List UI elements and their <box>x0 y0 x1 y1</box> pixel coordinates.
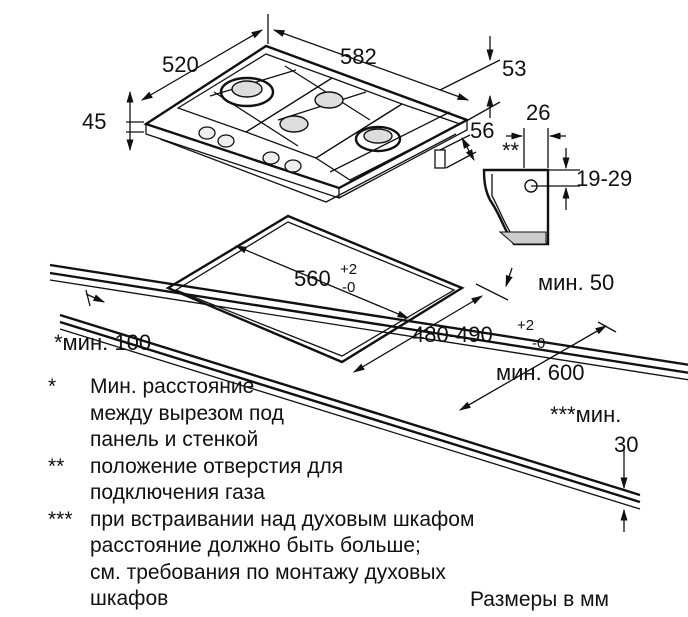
footnote-mark: * <box>48 375 57 398</box>
hob-body <box>159 133 457 203</box>
dim-min-600: мин. 600 <box>496 360 585 385</box>
footnote-2: ** положение отверстия для подключения г… <box>48 454 474 507</box>
dim-45: 45 <box>82 109 106 134</box>
dim-26: 26 <box>526 100 550 125</box>
dim-56: 56 <box>470 118 494 143</box>
footnote-text: положение отверстия для подключения газа <box>90 454 343 507</box>
dim-19-29: 19-29 <box>576 166 632 191</box>
footnote-line: между вырезом под <box>90 401 284 425</box>
footnote-line: при встраивании над духовым шкафом <box>90 507 475 531</box>
units-label: Размеры в мм <box>470 588 609 611</box>
footnote-line: Мин. расстояние <box>90 375 255 398</box>
dim-520: 520 <box>162 52 199 77</box>
hob-dimensions <box>126 14 501 169</box>
dim-480-490: 480-490 <box>412 322 493 347</box>
footnote-1: * Мин. расстояние между вырезом под пане… <box>48 374 474 454</box>
footnote-text: Мин. расстояние между вырезом под панель… <box>90 374 284 454</box>
hob-right-edge <box>338 120 468 199</box>
footnote-line: панель и стенкой <box>90 428 259 451</box>
control-knobs <box>198 126 302 173</box>
dim-53: 53 <box>502 56 526 81</box>
pan-supports <box>176 53 462 181</box>
gas-mark: ** <box>502 138 520 163</box>
dim-560-tol-plus: +2 <box>340 261 357 278</box>
footnote-mark: ** <box>48 454 65 478</box>
dim-min-100: *мин. 100 <box>54 330 151 355</box>
dim-min-30-label: ***мин. <box>550 402 621 427</box>
footnote-line: положение отверстия для <box>90 454 344 478</box>
footnote-line: подключения газа <box>90 481 265 504</box>
dim-480-tol-minus: -0 <box>532 335 545 352</box>
footnote-text: при встраивании над духовым шкафом расст… <box>90 507 474 613</box>
dim-560: 560 <box>294 266 331 291</box>
dim-560-tol-minus: -0 <box>342 279 355 296</box>
footnotes: * Мин. расстояние между вырезом под пане… <box>48 374 474 613</box>
dim-582: 582 <box>340 44 377 69</box>
gas-detail <box>482 128 580 246</box>
gas-connector <box>434 149 446 169</box>
footnote-line: шкафов <box>90 587 169 610</box>
cutout-dimensions <box>85 245 628 532</box>
footnote-line: см. требования по монтажу духовых <box>90 560 446 584</box>
dim-min-50: мин. 50 <box>538 270 614 295</box>
footnote-3: *** при встраивании над духовым шкафом р… <box>48 507 474 613</box>
hob-front-edge <box>145 124 340 199</box>
dim-480-tol-plus: +2 <box>517 317 534 334</box>
cutout <box>165 214 465 364</box>
dim-min-30-value: 30 <box>614 432 638 457</box>
footnote-mark: *** <box>48 507 73 531</box>
footnote-line: расстояние должно быть больше; <box>90 534 421 557</box>
